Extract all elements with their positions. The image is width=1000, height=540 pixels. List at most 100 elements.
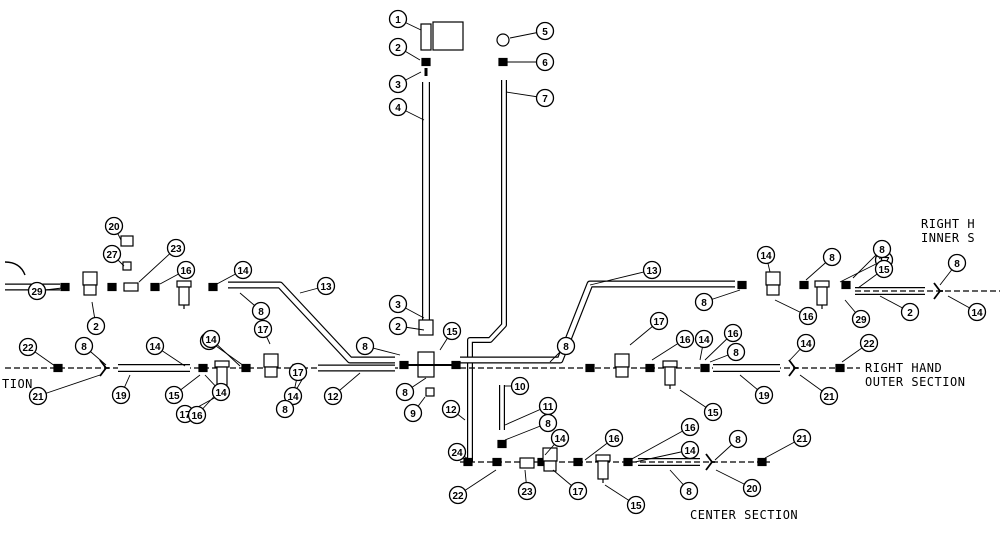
callout-circle xyxy=(538,413,558,433)
callout-circle xyxy=(283,386,303,406)
valve-r17-body xyxy=(766,284,780,296)
callout-circle xyxy=(164,385,184,405)
callout-number: 29 xyxy=(31,287,43,298)
pump-motor xyxy=(432,21,464,51)
callout-circle xyxy=(355,336,375,356)
valve-l17b-body xyxy=(264,366,278,378)
callout-number: 14 xyxy=(237,266,249,277)
callout-circle xyxy=(742,478,762,498)
callout-circle xyxy=(442,321,462,341)
manifold-fitting-10 xyxy=(425,387,435,397)
callout-number: 15 xyxy=(168,391,180,402)
callout-number: 14 xyxy=(205,335,217,346)
leader-46 xyxy=(634,449,691,463)
filter-r15b-head xyxy=(662,360,678,368)
callout-circle xyxy=(111,385,131,405)
fit-l22 xyxy=(53,363,63,373)
callout-number: 14 xyxy=(684,446,696,457)
fit-c14 xyxy=(497,439,507,449)
callout-number: 12 xyxy=(327,392,339,403)
callout-circle xyxy=(388,316,408,336)
callout-circle xyxy=(754,385,774,405)
callout-number: 7 xyxy=(542,94,548,105)
callout-circle xyxy=(568,481,588,501)
callout-circle xyxy=(798,306,818,326)
valve-c17-body xyxy=(543,460,557,472)
callout-circle xyxy=(176,260,196,280)
fit-l14b xyxy=(208,282,218,292)
callout-circle xyxy=(211,382,231,402)
callout-circle xyxy=(703,402,723,422)
callout-circle xyxy=(388,97,408,117)
callout-number: 21 xyxy=(796,434,808,445)
callout-number: 23 xyxy=(521,487,533,498)
filter-l15-bowl xyxy=(178,286,190,306)
right-inner-label-1: RIGHT H xyxy=(921,217,976,231)
callout-number: 19 xyxy=(758,391,770,402)
callout-balloons: 1234567202723161413832812817161481417152… xyxy=(18,9,987,515)
valve-r17b-coil xyxy=(614,353,630,368)
callout-number: 8 xyxy=(258,307,264,318)
fit-c25 xyxy=(463,457,473,467)
callout-number: 14 xyxy=(215,388,227,399)
callout-number: 2 xyxy=(907,308,913,319)
callout-number: 14 xyxy=(800,339,812,350)
callout-circle xyxy=(288,362,308,382)
tee-c23 xyxy=(519,457,535,469)
pipe-lines xyxy=(4,80,1000,466)
fit-l14c xyxy=(198,363,208,373)
callout-number: 20 xyxy=(108,222,120,233)
callout-circle xyxy=(251,301,271,321)
callout-circle xyxy=(626,495,646,515)
callout-number: 22 xyxy=(452,491,464,502)
callout-number: 15 xyxy=(707,408,719,419)
callout-circle xyxy=(851,309,871,329)
callout-circle xyxy=(723,323,743,343)
callout-number: 14 xyxy=(149,342,161,353)
left-section-label: TION xyxy=(2,377,33,391)
fit-r22 xyxy=(835,363,845,373)
callout-circle xyxy=(550,428,570,448)
callout-number: 16 xyxy=(684,423,696,434)
fit-r1 xyxy=(737,280,747,290)
switch-l20 xyxy=(120,235,134,247)
callout-circle xyxy=(28,386,48,406)
callout-circle xyxy=(187,405,207,425)
callout-number: 8 xyxy=(686,487,692,498)
callout-circle xyxy=(86,316,106,336)
callout-number: 2 xyxy=(395,322,401,333)
tee-r21 xyxy=(933,282,943,300)
manifold-upper xyxy=(418,319,434,336)
callout-circle xyxy=(253,319,273,339)
callout-circle xyxy=(535,52,555,72)
callout-number: 8 xyxy=(733,348,739,359)
pipe-l-arc xyxy=(4,261,26,276)
callout-circle xyxy=(680,440,700,460)
callout-circle xyxy=(796,333,816,353)
callout-circle xyxy=(447,442,467,462)
callout-circle xyxy=(872,239,892,259)
callout-number: 16 xyxy=(191,411,203,422)
callout-circle xyxy=(18,337,38,357)
callout-circle xyxy=(395,382,415,402)
callout-number: 15 xyxy=(878,265,890,276)
filter-c15-bowl xyxy=(597,460,609,480)
callout-number: 5 xyxy=(542,27,548,38)
callout-number: 22 xyxy=(22,343,34,354)
callout-circle xyxy=(448,485,468,505)
callout-number: 24 xyxy=(451,448,463,459)
hose-13-left-core xyxy=(228,282,395,363)
callout-number: 22 xyxy=(863,339,875,350)
callout-number: 21 xyxy=(32,392,44,403)
callout-number: 16 xyxy=(727,329,739,340)
valve-r17b-body xyxy=(615,366,629,378)
callout-circle xyxy=(680,417,700,437)
callout-number: 1 xyxy=(395,15,401,26)
callout-number: 8 xyxy=(402,388,408,399)
callout-number: 17 xyxy=(179,410,191,421)
callout-circle xyxy=(819,386,839,406)
valve-r17-coil xyxy=(765,271,781,286)
fit-r14 xyxy=(841,280,851,290)
callout-number: 20 xyxy=(746,484,758,495)
leader-45 xyxy=(629,426,691,461)
